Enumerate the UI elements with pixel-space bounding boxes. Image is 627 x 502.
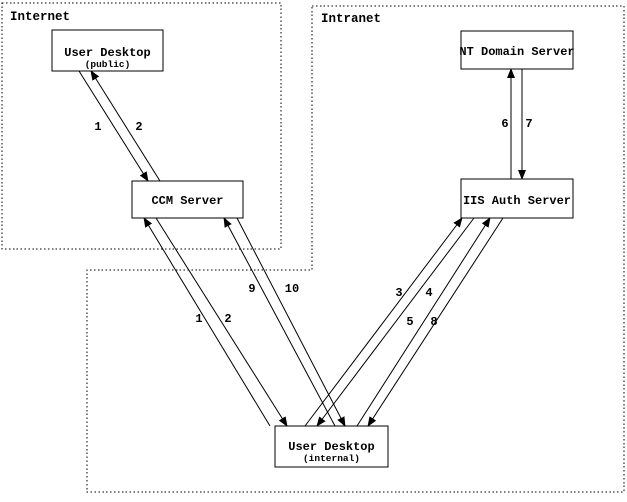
arrow-line xyxy=(223,217,336,427)
node-ccm-server: CCM Server xyxy=(131,180,244,219)
user-desktop-internal-sublabel: (internal) xyxy=(303,453,360,464)
arrow-line xyxy=(155,217,288,427)
arrow-line xyxy=(236,217,346,427)
user-desktop-internal-label: User Desktop xyxy=(288,440,374,454)
arrow-label: 1 xyxy=(94,120,101,134)
zone-internet: Internet xyxy=(1,2,282,250)
user-desktop-internal-box xyxy=(274,425,389,468)
arrow-3-internal-desktop-to-iis: 3 xyxy=(304,217,463,427)
arrow-1-internal-desktop-to-ccm: 1 xyxy=(143,217,271,427)
arrow-label: 9 xyxy=(248,282,255,296)
arrow-label: 2 xyxy=(224,312,231,326)
nt-domain-server-label: NT Domain Server xyxy=(459,45,574,59)
intranet-zone-border xyxy=(86,5,625,493)
arrow-1-public-desktop-to-ccm: 1 xyxy=(78,70,149,182)
arrow-line xyxy=(304,217,463,427)
arrow-label: 6 xyxy=(501,117,508,131)
arrow-label: 3 xyxy=(395,286,402,300)
user-desktop-public-sublabel: (public) xyxy=(85,59,131,70)
arrow-label: 1 xyxy=(195,312,202,326)
arrow-5-internal-desktop-to-iis: 5 xyxy=(356,217,491,427)
arrow-8-iis-to-internal-desktop: 8 xyxy=(367,217,504,427)
arrow-10-ccm-to-internal-desktop: 10 xyxy=(236,217,346,427)
zone-intranet: Intranet xyxy=(86,5,625,493)
arrow-7-nt-domain-to-iis: 7 xyxy=(518,69,533,180)
node-user-desktop-internal: User Desktop (internal) xyxy=(274,425,389,468)
arrow-9-internal-desktop-to-ccm: 9 xyxy=(223,217,336,427)
iis-auth-server-box xyxy=(460,178,574,219)
internet-zone-border xyxy=(1,2,282,250)
arrow-label: 2 xyxy=(135,120,142,134)
arrow-line xyxy=(90,70,161,182)
arrow-label: 8 xyxy=(430,315,437,329)
arrow-line xyxy=(143,217,271,427)
arrow-line xyxy=(78,70,149,182)
arrow-label: 10 xyxy=(285,282,299,296)
ccm-server-box xyxy=(131,180,244,219)
ccm-server-label: CCM Server xyxy=(151,194,223,208)
internet-zone-label: Internet xyxy=(10,10,70,24)
arrow-2-ccm-to-public-desktop: 2 xyxy=(90,70,161,182)
arrow-label: 5 xyxy=(406,315,413,329)
arrow-label: 7 xyxy=(525,117,532,131)
iis-auth-server-label: IIS Auth Server xyxy=(463,194,571,208)
node-nt-domain-server: NT Domain Server xyxy=(459,30,575,70)
arrow-4-iis-to-internal-desktop: 4 xyxy=(316,217,475,427)
arrow-line xyxy=(316,217,475,427)
nt-domain-server-box xyxy=(460,30,574,70)
arrow-line xyxy=(367,217,504,427)
arrow-label: 4 xyxy=(425,286,432,300)
node-user-desktop-public: User Desktop (public) xyxy=(51,29,164,72)
arrow-2-ccm-to-internal-desktop: 2 xyxy=(155,217,288,427)
arrow-line xyxy=(356,217,491,427)
user-desktop-public-label: User Desktop xyxy=(64,46,150,60)
arrow-6-iis-to-nt-domain: 6 xyxy=(501,68,515,179)
node-iis-auth-server: IIS Auth Server xyxy=(460,178,574,219)
intranet-zone-label: Intranet xyxy=(321,12,381,26)
user-desktop-public-box xyxy=(51,29,164,72)
